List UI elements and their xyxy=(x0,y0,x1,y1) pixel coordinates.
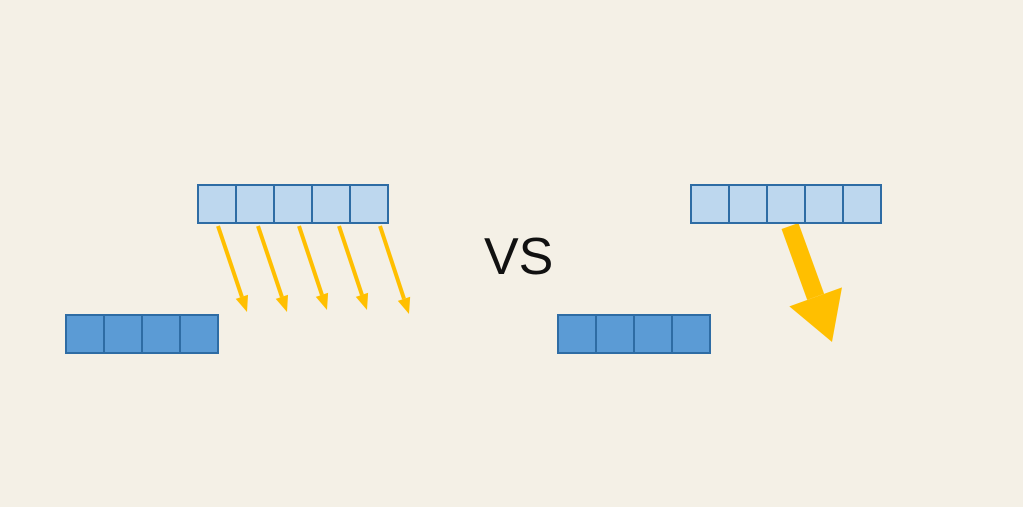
thin-arrow-2 xyxy=(256,225,289,312)
thin-arrow-5-head xyxy=(397,296,411,314)
right-source-block-row xyxy=(690,184,882,224)
right-target-block-row xyxy=(557,314,711,354)
versus-label: VS xyxy=(484,228,554,286)
thin-arrow-group xyxy=(216,225,411,314)
right-target-cell xyxy=(557,314,597,354)
left-target-cell xyxy=(65,314,105,354)
left-source-block-row xyxy=(197,184,389,224)
thin-arrow-3-head xyxy=(315,292,329,310)
left-source-cell xyxy=(235,184,275,224)
thin-arrow-1-head xyxy=(235,294,249,312)
right-source-cell xyxy=(728,184,768,224)
left-target-cell xyxy=(103,314,143,354)
right-target-cell xyxy=(671,314,711,354)
thick-arrow xyxy=(781,222,842,342)
thin-arrow-4 xyxy=(337,225,369,310)
thin-arrow-4-shaft xyxy=(337,225,364,296)
left-target-block-row xyxy=(65,314,219,354)
thin-arrow-1-shaft xyxy=(216,225,244,298)
left-source-cell xyxy=(349,184,389,224)
right-target-cell xyxy=(633,314,673,354)
left-source-cell xyxy=(197,184,237,224)
thin-arrow-5 xyxy=(378,225,411,314)
thin-arrow-4-head xyxy=(355,292,369,310)
thin-arrow-3-shaft xyxy=(297,225,324,296)
thin-arrow-3 xyxy=(297,225,329,310)
thick-arrow-group xyxy=(781,222,842,342)
thin-arrow-2-shaft xyxy=(256,225,284,298)
thin-arrow-5-shaft xyxy=(378,225,406,300)
thick-arrow-head xyxy=(789,287,842,342)
left-target-cell xyxy=(141,314,181,354)
right-source-cell xyxy=(842,184,882,224)
thin-arrow-1 xyxy=(216,225,249,312)
right-target-cell xyxy=(595,314,635,354)
left-source-cell xyxy=(273,184,313,224)
right-source-cell xyxy=(766,184,806,224)
right-source-cell xyxy=(804,184,844,224)
right-source-cell xyxy=(690,184,730,224)
left-source-cell xyxy=(311,184,351,224)
left-target-cell xyxy=(179,314,219,354)
thick-arrow-shaft xyxy=(781,222,825,300)
thin-arrow-2-head xyxy=(275,294,289,312)
